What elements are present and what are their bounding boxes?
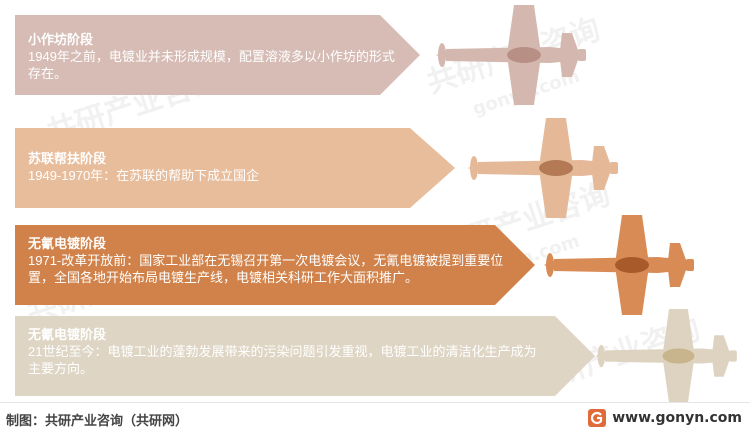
stage-1: 小作坊阶段 1949年之前，电镀业并未形成规模，配置溶液多以小作坊的形式存在。 — [0, 5, 750, 105]
stage-desc: 1949-1970年：在苏联的帮助下成立国企 — [28, 168, 260, 183]
site-url: www.gonyn.com — [612, 410, 742, 426]
source-credit: 制图：共研产业咨询（共研网） — [6, 414, 189, 429]
stage-title: 小作坊阶段 — [28, 32, 94, 47]
gonyn-logo-icon — [588, 409, 607, 427]
stage-title: 无氰电镀阶段 — [28, 236, 107, 251]
site-logo: www.gonyn.com — [588, 408, 742, 428]
stage-banner — [15, 128, 455, 208]
stage-text: 无氰电镀阶段 21世纪至今：电镀工业的蓬勃发展带来的污染问题引发重视，电镀工业的… — [28, 326, 538, 377]
stage-title: 苏联帮扶阶段 — [28, 151, 107, 166]
stage-3: 无氰电镀阶段 1971-改革开放前：国家工业部在无锡召开第一次电镀会议，无氰电镀… — [0, 215, 750, 315]
stage-title: 无氰电镀阶段 — [28, 327, 107, 342]
stage-text: 无氰电镀阶段 1971-改革开放前：国家工业部在无锡召开第一次电镀会议，无氰电镀… — [28, 235, 506, 286]
stage-text: 小作坊阶段 1949年之前，电镀业并未形成规模，配置溶液多以小作坊的形式存在。 — [28, 31, 398, 82]
airplane-icon — [544, 215, 694, 315]
airplane-icon — [595, 308, 737, 404]
footer: 制图：共研产业咨询（共研网） www.gonyn.com — [0, 402, 750, 433]
stage-banner — [15, 15, 420, 95]
stage-4: 无氰电镀阶段 21世纪至今：电镀工业的蓬勃发展带来的污染问题引发重视，电镀工业的… — [0, 308, 750, 404]
airplane-icon — [468, 118, 618, 218]
stage-2: 苏联帮扶阶段 1949-1970年：在苏联的帮助下成立国企 — [0, 118, 750, 218]
stage-desc: 1971-改革开放前：国家工业部在无锡召开第一次电镀会议，无氰电镀被提到重要位置… — [28, 253, 504, 285]
stage-banner — [15, 316, 595, 396]
stage-text: 苏联帮扶阶段 1949-1970年：在苏联的帮助下成立国企 — [28, 150, 259, 184]
airplane-icon — [436, 5, 586, 105]
stage-banner — [15, 225, 535, 305]
stage-desc: 1949年之前，电镀业并未形成规模，配置溶液多以小作坊的形式存在。 — [28, 49, 395, 81]
stage-desc: 21世纪至今：电镀工业的蓬勃发展带来的污染问题引发重视，电镀工业的清洁化生产成为… — [28, 344, 537, 376]
